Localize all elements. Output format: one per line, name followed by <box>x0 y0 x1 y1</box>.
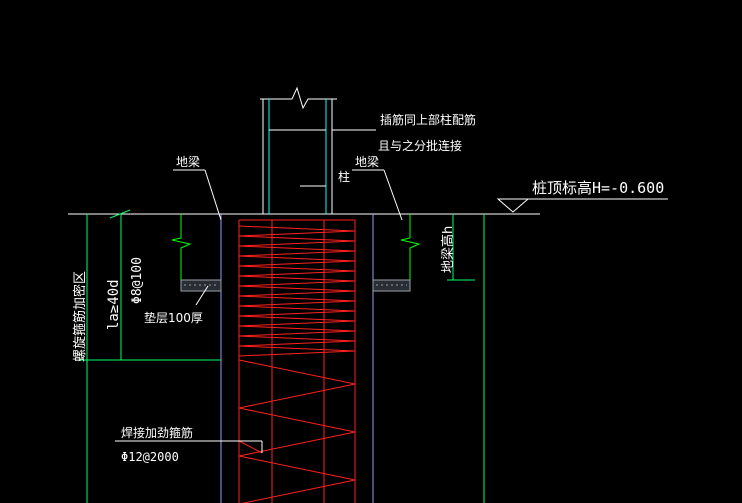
column-outline <box>260 86 337 214</box>
spiral-stirrups-dense <box>238 225 356 357</box>
stirrup-spec-label: Φ8@100 <box>130 257 145 304</box>
leader-lines <box>115 129 403 453</box>
bar-note-line-2: 且与之分批连接 <box>378 138 462 153</box>
pile-outline <box>220 214 374 503</box>
spiral-stirrup-segment <box>238 255 356 262</box>
spiral-stirrup-segment <box>238 305 356 312</box>
pile-top-elevation-label: 桩顶标高H=-0.600 <box>532 179 664 197</box>
weld-stirrup-label: 焊接加劲箍筋 <box>121 425 193 440</box>
weld-stirrup-marker <box>238 440 263 454</box>
cushion-left <box>180 279 222 292</box>
spiral-stirrup-segment <box>241 479 356 503</box>
spiral-zone-label: 螺旋箍筋加密区 <box>72 271 88 362</box>
spiral-stirrup-segment <box>238 260 356 267</box>
spiral-stirrup-segment <box>238 315 356 322</box>
beam-height-label: 地梁高h <box>440 226 456 273</box>
ground-beam-left-label: 地梁 <box>176 154 200 169</box>
spiral-stirrup-segment <box>238 295 356 302</box>
spiral-stirrup-segment <box>238 340 356 347</box>
spiral-stirrup-segment <box>238 310 356 317</box>
spiral-stirrup-segment <box>238 230 356 237</box>
spiral-stirrup-segment <box>238 235 356 242</box>
cushion-label: 垫层100厚 <box>144 310 203 325</box>
spiral-stirrup-segment <box>238 359 356 385</box>
spiral-stirrup-segment <box>238 330 356 337</box>
spiral-stirrup-segment <box>238 240 356 247</box>
weld-stirrup-spec-label: Φ12@2000 <box>121 450 179 464</box>
anchor-length-label: la≥40d <box>106 279 122 330</box>
column-rebar-edges <box>268 99 327 214</box>
spiral-stirrup-segment <box>238 275 356 282</box>
cushion-right <box>372 279 411 292</box>
spiral-stirrup-segment <box>238 250 356 257</box>
spiral-stirrup-segment <box>238 431 356 457</box>
spiral-stirrup-segment <box>238 285 356 292</box>
bar-note-line-1: 插筋同上部柱配筋 <box>380 112 476 127</box>
dimension-lines <box>80 209 485 503</box>
spiral-stirrup-segment <box>238 325 356 332</box>
spiral-stirrup-segment <box>238 335 356 342</box>
spiral-stirrup-segment <box>238 455 356 481</box>
column-label: 柱 <box>338 169 350 184</box>
spiral-stirrups-sparse <box>238 359 356 503</box>
spiral-stirrup-segment <box>238 290 356 297</box>
spiral-stirrup-segment <box>238 280 356 287</box>
spiral-stirrup-segment <box>238 407 356 433</box>
spiral-stirrup-segment <box>238 320 356 327</box>
spiral-stirrup-segment <box>238 265 356 272</box>
spiral-stirrup-segment <box>238 350 356 357</box>
spiral-stirrup-segment <box>238 383 356 409</box>
ground-beam-right-label: 地梁 <box>355 154 379 169</box>
spiral-stirrup-segment <box>238 345 356 352</box>
spiral-stirrup-segment <box>238 300 356 307</box>
spiral-stirrup-segment <box>238 270 356 277</box>
spiral-stirrup-segment <box>238 245 356 252</box>
spiral-stirrup-segment <box>238 225 356 232</box>
elevation-marker <box>486 198 668 215</box>
